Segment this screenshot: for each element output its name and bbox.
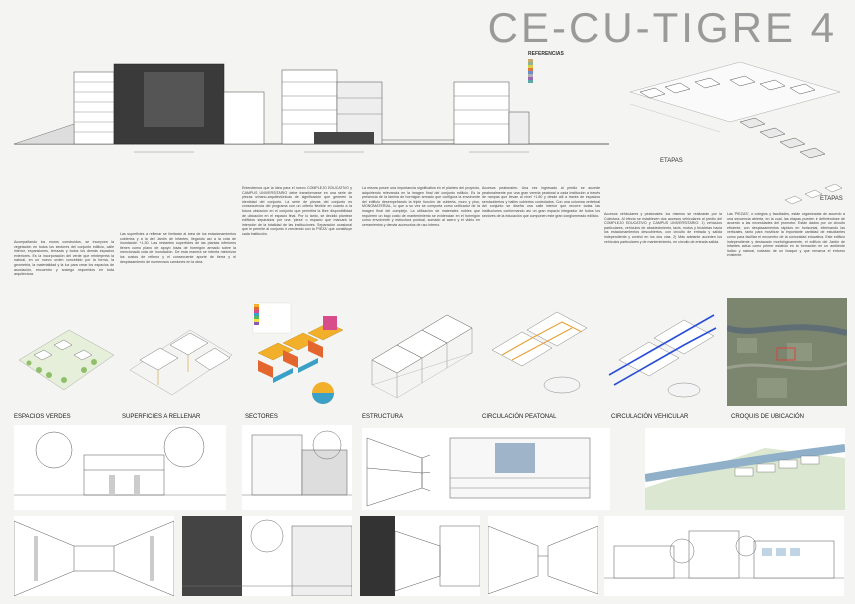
paragraph-pedestrian: Accesos peatonales: Una vez ingresado al…: [482, 186, 600, 218]
references-list: [528, 59, 620, 83]
reference-swatch: [528, 77, 533, 80]
elevation-middle: [281, 69, 454, 145]
reference-item: [528, 62, 620, 65]
reference-swatch: [528, 80, 533, 83]
reference-swatch: [528, 59, 533, 62]
stages-label-secondary: ETAPAS: [820, 196, 843, 202]
elevations-drawing: [14, 63, 609, 153]
structure-diagram: [362, 300, 480, 405]
pedestrian-circulation-diagram: [482, 300, 600, 405]
elevations-band: [14, 52, 609, 162]
sector-legend-item: [254, 310, 261, 313]
location-map: [727, 298, 847, 406]
sector-legend-item: [254, 322, 261, 325]
stages-label: ETAPAS: [660, 158, 683, 164]
reference-swatch: [528, 62, 533, 65]
sectors-legend: [254, 304, 261, 325]
sector-swatch: [254, 310, 259, 313]
sketch-courtyard: [242, 425, 352, 510]
reference-swatch: [528, 68, 533, 71]
title-location: CROQUIS DE UBICACIÓN: [731, 414, 805, 420]
reference-item: [528, 71, 620, 74]
paragraph-green-spaces: Acompañando los muros construidos, se in…: [14, 240, 114, 277]
fill-surfaces-diagram: [120, 300, 238, 405]
reference-item: [528, 77, 620, 80]
reference-swatch: [528, 71, 533, 74]
sector-legend-item: [254, 313, 261, 316]
reference-swatch: [528, 65, 533, 68]
title-green-spaces: ESPACIOS VERDES: [14, 414, 71, 420]
elevation-left: [14, 63, 265, 145]
sector-swatch: [254, 313, 259, 316]
sector-swatch: [254, 316, 259, 319]
stages-mini: [780, 180, 850, 210]
sketch-facade-screen: [430, 428, 610, 510]
sector-legend-item: [254, 316, 261, 319]
reference-item: [528, 59, 620, 62]
reference-item: [528, 68, 620, 71]
vehicular-circulation-diagram: [604, 300, 722, 405]
sector-swatch: [254, 322, 259, 325]
reference-item: [528, 65, 620, 68]
sector-swatch: [254, 307, 259, 310]
references-heading: REFERENCIAS: [528, 51, 564, 57]
sector-legend-item: [254, 319, 261, 322]
green-spaces-diagram: [14, 300, 119, 405]
page-title: CE-CU-TIGRE 4: [487, 4, 837, 51]
title-structure: ESTRUCTURA: [362, 414, 404, 420]
sectors-diagram: [248, 298, 358, 408]
sketch-plaza: [14, 425, 226, 510]
reference-item: [528, 74, 620, 77]
sketch-street-1: [14, 516, 174, 596]
paragraph-vehicular: Accesos vehiculares y peatonales: los mi…: [604, 212, 722, 244]
sketch-street-2: [182, 516, 352, 596]
sector-legend-item: [254, 304, 261, 307]
paragraph-sectors: Entendemos que la idea para el nuevo COM…: [242, 186, 352, 236]
sketch-street-4: [488, 516, 598, 596]
reference-swatch: [528, 74, 533, 77]
title-vehicular: CIRCULACIÓN VEHICULAR: [611, 414, 689, 420]
references-legend: REFERENCIAS: [528, 52, 620, 142]
sketch-aerial-site: [645, 428, 845, 510]
paragraph-structure: La misma posee una importancia significa…: [362, 186, 480, 227]
sketch-street-3: [360, 516, 480, 596]
sector-swatch: [254, 319, 259, 322]
title-sectors: SECTORES: [245, 414, 278, 420]
sketch-exterior: [604, 516, 844, 596]
stages-drawing: ETAPAS: [620, 62, 845, 172]
sector-legend-item: [254, 307, 261, 310]
elevation-right: [453, 81, 530, 145]
reference-item: [528, 80, 620, 83]
sector-swatch: [254, 304, 259, 307]
paragraph-location: Las 'PIEZAS', o colegios y facultades, e…: [727, 212, 845, 258]
title-fill-surfaces: SUPERFICIES A RELLENAR: [122, 414, 201, 420]
paragraph-fill-surfaces: Las superficies a rellenar se limitarán …: [120, 232, 236, 264]
title-pedestrian: CIRCULACIÓN PEATONAL: [482, 414, 557, 420]
